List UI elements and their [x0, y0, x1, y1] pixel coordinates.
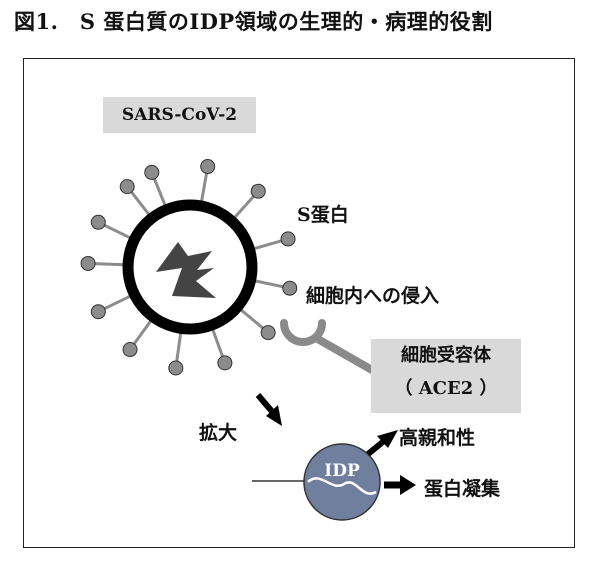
spike-stalk — [199, 172, 209, 203]
spike-stalk — [132, 319, 153, 346]
spike-stalk — [239, 308, 265, 330]
affinity-arrow-shaft — [366, 438, 386, 457]
figure-title: 図1. S 蛋白質のIDP領域の生理的・病理的役割 — [14, 9, 493, 34]
arrow-icon — [377, 430, 398, 448]
spike-head — [122, 342, 138, 358]
spike-stalk — [103, 294, 132, 311]
spike-stalk — [152, 177, 167, 207]
spike-head — [260, 325, 276, 341]
receptor-label: 細胞受容体 — [401, 345, 491, 366]
spike-head — [90, 214, 106, 230]
spike-stalk — [253, 239, 283, 251]
arrow-icon — [266, 405, 282, 426]
spike-stalk — [233, 194, 256, 219]
receptor-binding-cup — [280, 319, 326, 346]
receptor-stem — [312, 334, 376, 374]
spike-stalk — [175, 332, 183, 363]
spike-head — [282, 280, 298, 296]
spike-head — [144, 164, 160, 180]
spike-head — [119, 179, 135, 195]
lightning-bolt-icon — [156, 242, 216, 298]
spike-head — [90, 304, 106, 320]
spike-stalk — [254, 279, 285, 289]
arrow-icon — [400, 475, 416, 495]
spike-stalk — [103, 223, 132, 240]
spike-head — [168, 360, 184, 376]
idp-label: IDP — [324, 461, 360, 481]
virus-name-tag: SARS-CoV-2 — [103, 97, 256, 133]
spike-head — [200, 159, 216, 175]
idp-domain — [303, 443, 381, 521]
disordered-chain — [307, 477, 377, 495]
affinity-label: 高親和性 — [399, 427, 476, 449]
receptor-tag: 細胞受容体 （ ACE2 ） — [371, 339, 521, 413]
spike-head — [217, 355, 233, 371]
spike-stalk — [94, 262, 125, 267]
cell-entry-label: 細胞内への侵入 — [306, 285, 440, 307]
spike-stalk — [211, 328, 225, 358]
spike-head — [280, 231, 296, 247]
spread-label: 拡大 — [199, 422, 238, 444]
diagram-frame — [23, 58, 575, 548]
aggregation-label: 蛋白凝集 — [424, 478, 501, 500]
spike-proteins — [80, 159, 298, 376]
receptor-name: （ ACE2 ） — [394, 378, 498, 399]
s-protein-label: S蛋白 — [297, 204, 349, 226]
spike-stalk — [129, 190, 151, 216]
spike-head — [250, 183, 266, 199]
spike-head — [80, 255, 96, 271]
